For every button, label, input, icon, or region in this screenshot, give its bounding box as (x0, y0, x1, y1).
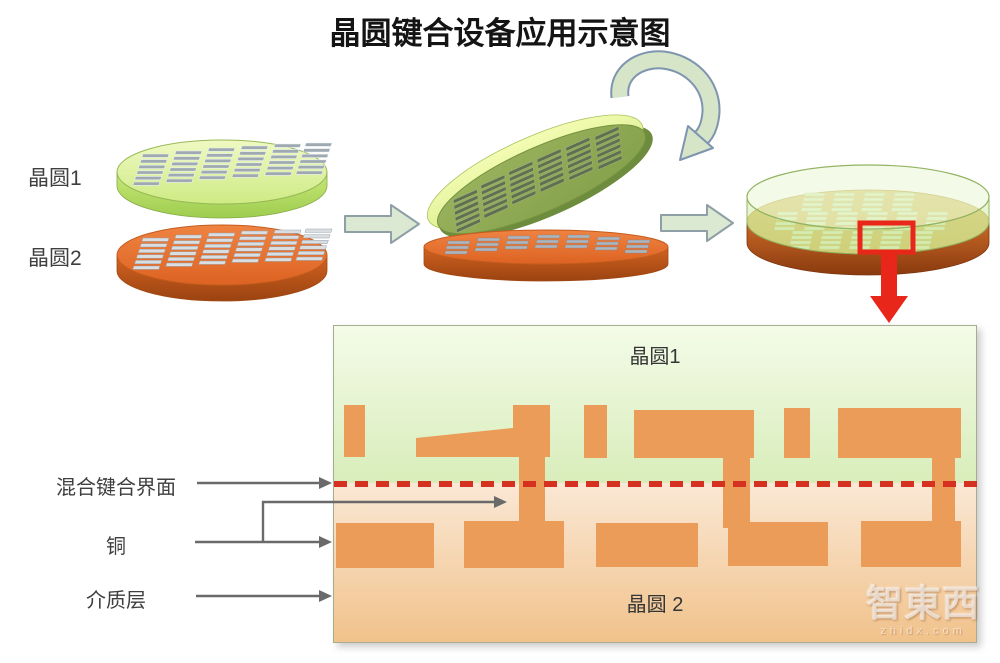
flow-arrow-1 (344, 204, 420, 244)
wafer2-label: 晶圆2 (28, 247, 82, 270)
interface-annotation-label: 混合键合界面 (56, 477, 176, 499)
bonded-wafer-stack (746, 164, 990, 276)
wafer2-die-pattern (132, 228, 333, 270)
cross-section-wafer1-label: 晶圆1 (629, 346, 681, 368)
copper-annotation-label: 铜 (106, 536, 126, 558)
diagram-title: 晶圆键合设备应用示意图 (329, 16, 671, 51)
wafer2-disc-middle (423, 229, 669, 282)
copper-structures (336, 405, 961, 568)
cross-section-box (333, 325, 978, 643)
flip-arrow-icon (610, 50, 721, 161)
zoom-pointer-arrow (870, 252, 908, 323)
cross-section-wafer2-label: 晶圆 2 (626, 594, 684, 616)
cross-section-graphics (334, 405, 978, 568)
wafer2-disc (116, 224, 333, 302)
wafer1-disc (116, 139, 333, 219)
watermark-brand: 智東西 (866, 583, 980, 624)
watermark-domain: zhidx.com (880, 624, 966, 637)
wafer1-label: 晶圆1 (28, 167, 82, 190)
highlight-rectangle (857, 220, 916, 255)
bonded-wafer-die-pattern (773, 192, 949, 250)
watermark: 智東西 zhidx.com (854, 583, 992, 637)
wafer1-die-pattern (132, 142, 333, 186)
flipped-wafer1-disc (426, 114, 653, 239)
flow-arrow-2 (660, 204, 734, 242)
dielectric-annotation-label: 介质层 (86, 590, 146, 612)
flipped-wafer-die-pattern (452, 125, 623, 234)
middle-wafer-die-pattern (444, 234, 651, 255)
